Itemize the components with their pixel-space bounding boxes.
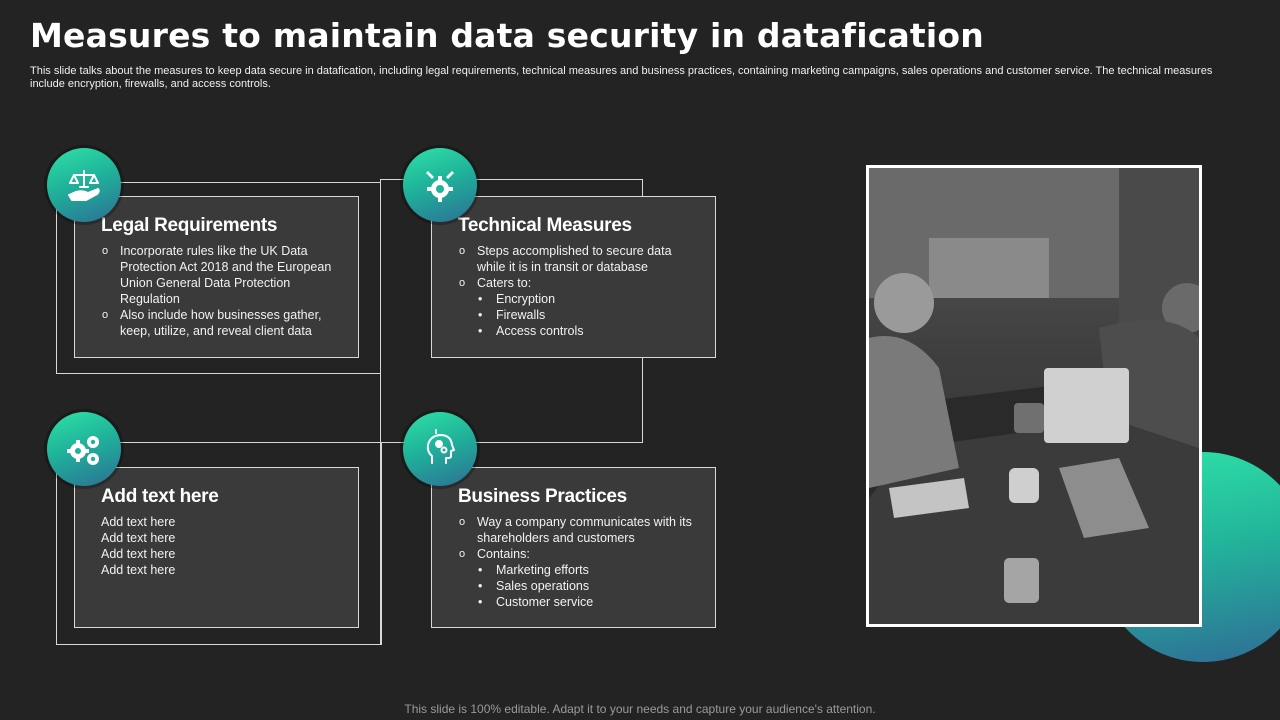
office-meeting-photo: [866, 165, 1202, 627]
page-subtitle: This slide talks about the measures to k…: [30, 65, 1213, 90]
list-subitem: Customer service: [458, 594, 699, 610]
list-item: Also include how businesses gather, keep…: [101, 307, 342, 339]
text-line: Add text here: [101, 515, 176, 529]
list-subitem: Access controls: [458, 323, 699, 339]
text-line: Add text here: [101, 563, 176, 577]
card-heading: Legal Requirements: [101, 215, 278, 236]
card-legal-requirements: Legal Requirements Incorporate rules lik…: [74, 196, 359, 358]
list-subitem: Sales operations: [458, 578, 699, 594]
card-heading: Add text here: [101, 486, 219, 507]
gear-tools-icon: [403, 148, 477, 222]
list-subitem: Marketing efforts: [458, 562, 699, 578]
list-subitem: Firewalls: [458, 307, 699, 323]
card-technical-measures: Technical Measures Steps accomplished to…: [431, 196, 716, 358]
list-item: Way a company communicates with its shar…: [458, 514, 699, 546]
list-item: Caters to:: [458, 275, 699, 291]
footer-note: This slide is 100% editable. Adapt it to…: [404, 702, 876, 716]
card-heading: Business Practices: [458, 486, 627, 507]
bullet-list: Incorporate rules like the UK Data Prote…: [101, 243, 342, 339]
list-subitem: Encryption: [458, 291, 699, 307]
connector-frame-business: [380, 442, 382, 645]
card-heading: Technical Measures: [458, 215, 632, 236]
bullet-list: Way a company communicates with its shar…: [458, 514, 699, 610]
text-line: Add text here: [101, 547, 176, 561]
bullet-list: Steps accomplished to secure data while …: [458, 243, 699, 339]
list-item: Steps accomplished to secure data while …: [458, 243, 699, 275]
scales-hand-icon: [47, 148, 121, 222]
card-add-text: Add text here Add text here Add text her…: [74, 467, 359, 628]
gears-icon: [47, 412, 121, 486]
list-item: Incorporate rules like the UK Data Prote…: [101, 243, 342, 307]
text-line: Add text here: [101, 531, 176, 545]
card-business-practices: Business Practices Way a company communi…: [431, 467, 716, 628]
page-title: Measures to maintain data security in da…: [30, 16, 984, 55]
list-item: Contains:: [458, 546, 699, 562]
head-gears-icon: [403, 412, 477, 486]
